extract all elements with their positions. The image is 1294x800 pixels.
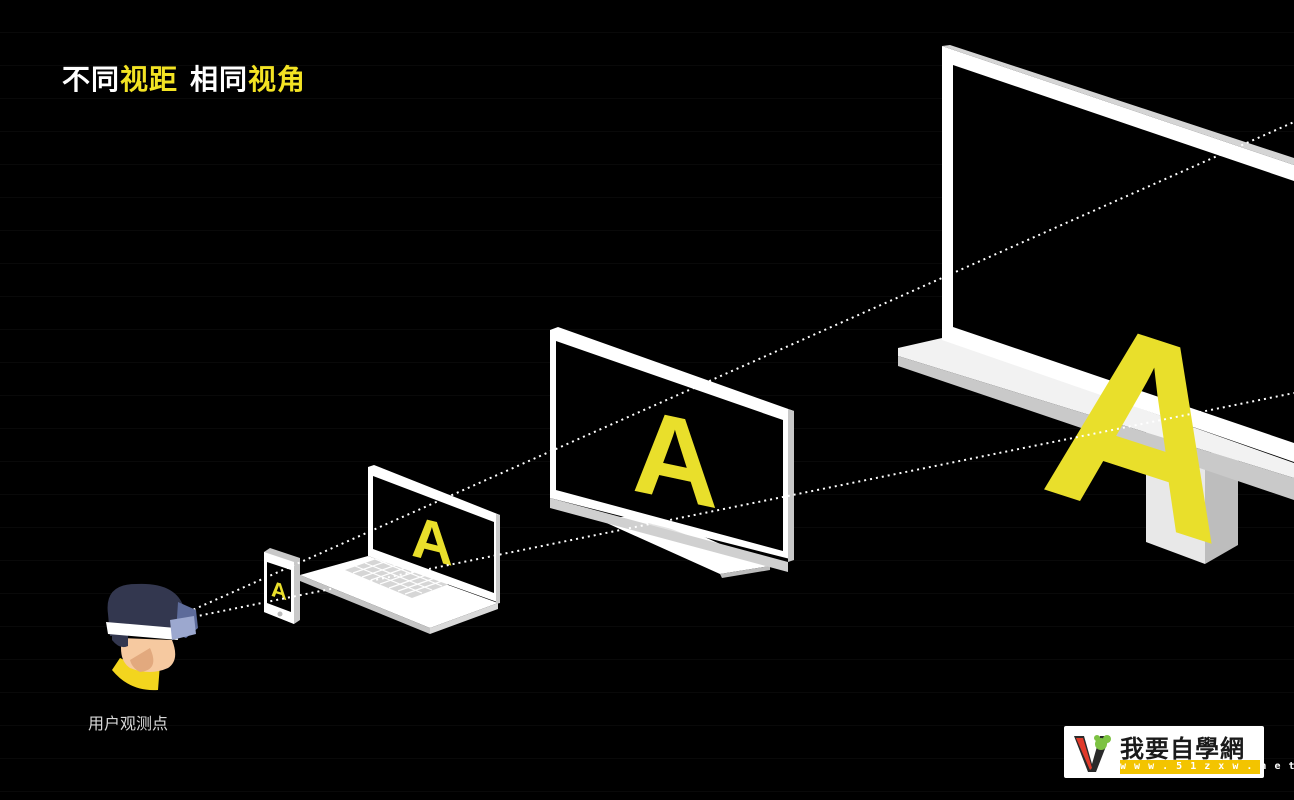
title-part-4: 视角	[248, 63, 307, 96]
title-part-1: 不同	[62, 63, 121, 96]
sight-lines	[187, 121, 1294, 619]
laptop: A	[300, 465, 500, 634]
laptop-letter: A	[411, 504, 453, 578]
watermark-logo: 我要自學網 w w w . 5 1 z x w . n e t	[1064, 726, 1294, 778]
monitor-letter: A	[632, 381, 719, 534]
title-part-2: 视距	[120, 63, 179, 96]
observer-avatar	[106, 583, 198, 691]
observer-label: 用户观测点	[88, 714, 169, 733]
title-part-3: 相同	[190, 63, 249, 96]
logo-icon	[1070, 730, 1114, 774]
logo-name: 我要自學網	[1120, 735, 1245, 763]
monitor: A	[550, 327, 794, 578]
large-display: A	[898, 45, 1294, 601]
page-title: 不同视距相同视角	[62, 58, 306, 98]
logo-url: w w w . 5 1 z x w . n e t	[1120, 760, 1294, 774]
phone-letter: A	[271, 576, 287, 605]
phone: A	[264, 548, 300, 624]
